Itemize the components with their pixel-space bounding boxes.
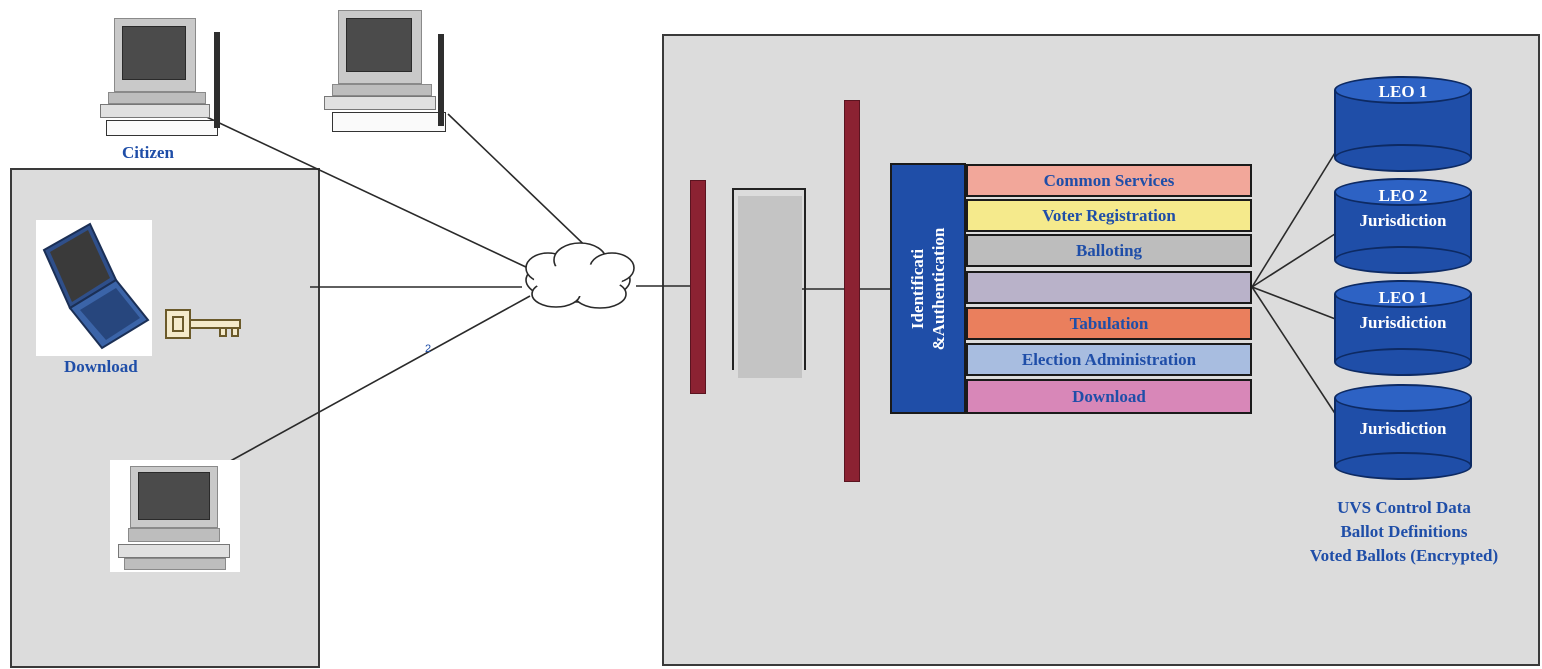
key-icon	[165, 309, 241, 339]
caption-line-1: UVS Control Data	[1337, 498, 1471, 517]
wire-modules-db2	[1251, 231, 1339, 288]
wire-citizen-cloud	[195, 111, 529, 269]
module-blank	[966, 271, 1252, 304]
wire-modules-db3	[1251, 286, 1339, 321]
kiosk-computer-icon	[110, 460, 240, 572]
wire-modules-db1	[1251, 147, 1339, 288]
database-leo1-jurisdiction: LEO 1 Jurisdiction	[1334, 280, 1472, 376]
module-download: Download	[966, 379, 1252, 414]
module-common-services: Common Services	[966, 164, 1252, 197]
module-tabulation: Tabulation	[966, 307, 1252, 340]
database-leo2-jurisdiction: LEO 2 Jurisdiction	[1334, 178, 1472, 274]
wire-pc2-cloud	[447, 113, 599, 259]
caption-line-3: Voted Ballots (Encrypted)	[1309, 546, 1499, 565]
web-server	[738, 196, 802, 378]
wire-modules-db4	[1251, 286, 1339, 419]
wire-label: 2	[425, 343, 431, 355]
wire-pc3-cloud	[213, 295, 531, 471]
internet-cloud-icon	[525, 242, 635, 309]
module-election-administration: Election Administration	[966, 343, 1252, 376]
web-server-outline	[732, 188, 806, 370]
firewall-outer	[690, 180, 706, 394]
computer-icon	[322, 8, 450, 136]
database-leo1-line1: LEO 1	[1378, 82, 1428, 101]
laptop-icon	[36, 220, 152, 356]
database-leo1: LEO 1	[1334, 76, 1472, 172]
citizen-computer-icon	[96, 12, 224, 136]
identification-authentication-block: Identificati &Authentication	[890, 163, 966, 414]
database-jurisdiction: Jurisdiction	[1334, 384, 1472, 480]
database-leo1j-line2: Jurisdiction	[1359, 313, 1447, 332]
module-voter-registration: Voter Registration	[966, 199, 1252, 232]
database-leo2-line1: LEO 2	[1378, 186, 1428, 205]
database-jurisdiction-line2: Jurisdiction	[1359, 419, 1447, 438]
database-leo1j-line1: LEO 1	[1378, 288, 1428, 307]
citizen-label: Citizen	[122, 143, 174, 162]
firewall-inner	[844, 100, 860, 482]
caption-line-2: Ballot Definitions	[1340, 522, 1468, 541]
download-label: Download	[64, 357, 138, 376]
ia-line-1: Identificati	[908, 248, 927, 329]
ia-line-2: &Authentication	[929, 227, 948, 350]
database-leo2-line2: Jurisdiction	[1359, 211, 1447, 230]
module-balloting: Balloting	[966, 234, 1252, 267]
database-caption: UVS Control Data Ballot Definitions Vote…	[1270, 496, 1538, 568]
